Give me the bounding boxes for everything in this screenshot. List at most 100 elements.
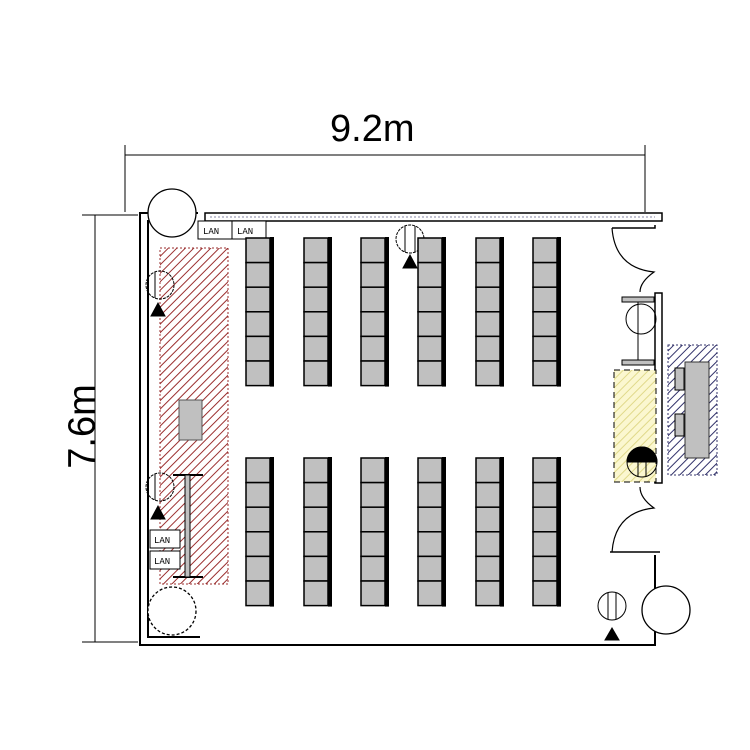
- seat: [360, 580, 386, 607]
- seat: [475, 360, 501, 387]
- seat: [475, 311, 501, 338]
- seat: [303, 311, 329, 338]
- seat: [303, 506, 329, 533]
- seat: [417, 506, 443, 533]
- desk-table: [270, 237, 274, 387]
- seat: [417, 311, 443, 338]
- desk-table: [557, 457, 561, 607]
- seat: [417, 457, 443, 484]
- seat: [245, 457, 271, 484]
- seat: [417, 360, 443, 387]
- desk-table: [557, 237, 561, 387]
- storage-item: [674, 367, 685, 391]
- lan-port-left-2: LAN: [149, 550, 181, 570]
- seat: [417, 237, 443, 264]
- desk-table: [328, 457, 332, 607]
- seat: [475, 237, 501, 264]
- seat: [532, 506, 558, 533]
- seat: [417, 335, 443, 362]
- seat: [532, 335, 558, 362]
- door-swings: [611, 227, 656, 553]
- seat: [360, 311, 386, 338]
- seat: [417, 481, 443, 508]
- seat: [475, 555, 501, 582]
- seat: [245, 531, 271, 558]
- desk-table: [385, 237, 389, 387]
- seat: [532, 261, 558, 288]
- lan-label: LAN: [237, 227, 253, 237]
- desk-table: [442, 237, 446, 387]
- pillars: [147, 188, 691, 636]
- seat: [303, 360, 329, 387]
- seat: [532, 580, 558, 607]
- storage-shelf: [684, 361, 710, 459]
- seat: [303, 286, 329, 313]
- seat: [475, 457, 501, 484]
- desk-table: [500, 237, 504, 387]
- height-dimension-label: 7.6m: [61, 384, 104, 469]
- seat: [360, 286, 386, 313]
- seat: [245, 481, 271, 508]
- seat: [360, 335, 386, 362]
- seat: [303, 580, 329, 607]
- height-dimension-line: [82, 214, 138, 643]
- seat: [532, 237, 558, 264]
- seat: [475, 580, 501, 607]
- seat: [475, 481, 501, 508]
- seat: [360, 481, 386, 508]
- seat: [532, 531, 558, 558]
- seat: [245, 261, 271, 288]
- speaker-icon: [145, 472, 175, 520]
- seat: [360, 261, 386, 288]
- seat: [245, 335, 271, 362]
- desk-table: [270, 457, 274, 607]
- seat: [532, 481, 558, 508]
- seat: [303, 261, 329, 288]
- seat: [532, 286, 558, 313]
- speaker-icon: [145, 270, 175, 317]
- camera-icon: [626, 446, 658, 478]
- desk-table: [500, 457, 504, 607]
- seat: [245, 506, 271, 533]
- seat: [475, 261, 501, 288]
- seat: [303, 531, 329, 558]
- desk-rows: [245, 237, 561, 607]
- seat: [360, 237, 386, 264]
- seat: [475, 506, 501, 533]
- seat: [303, 555, 329, 582]
- seat: [245, 286, 271, 313]
- seat: [245, 580, 271, 607]
- seat: [417, 555, 443, 582]
- lectern: [178, 399, 203, 441]
- seat: [417, 261, 443, 288]
- lan-port-top-1: LAN: [197, 220, 233, 240]
- seat: [417, 531, 443, 558]
- storage-item: [674, 413, 685, 437]
- seat: [303, 237, 329, 264]
- seat: [532, 457, 558, 484]
- seat: [360, 555, 386, 582]
- seat: [303, 335, 329, 362]
- width-dimension-line: [124, 145, 646, 212]
- seat: [475, 335, 501, 362]
- desk-table: [328, 237, 332, 387]
- seat: [303, 481, 329, 508]
- seat: [245, 360, 271, 387]
- reception-area: [613, 369, 657, 483]
- seat: [417, 286, 443, 313]
- seat: [532, 311, 558, 338]
- seat: [360, 360, 386, 387]
- lan-port-left-1: LAN: [149, 529, 181, 549]
- seat: [303, 457, 329, 484]
- seat: [245, 555, 271, 582]
- seat: [360, 457, 386, 484]
- lan-label: LAN: [154, 536, 170, 546]
- seat: [245, 311, 271, 338]
- seat: [532, 555, 558, 582]
- seat: [360, 531, 386, 558]
- seat: [532, 360, 558, 387]
- desk-table: [442, 457, 446, 607]
- lan-label: LAN: [154, 557, 170, 567]
